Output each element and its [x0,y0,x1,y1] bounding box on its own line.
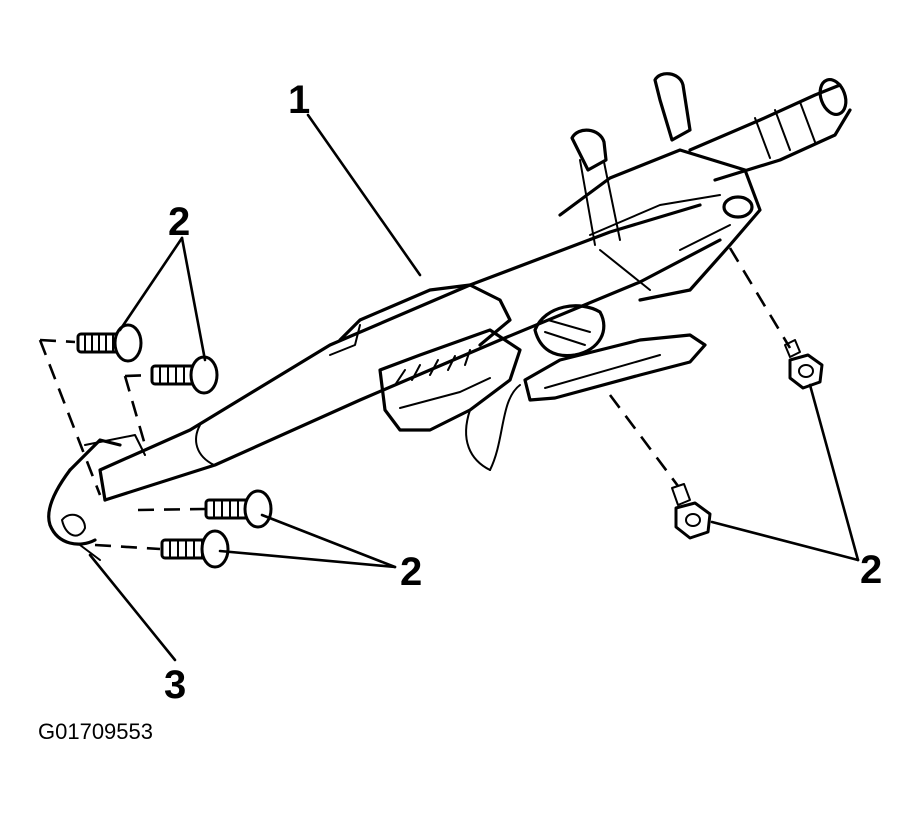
callout-2-right-nuts: 2 [860,548,882,592]
bolt-lower-left-2 [160,529,230,569]
bolt-upper-left-1 [76,323,143,363]
nut-right-upper [784,339,824,390]
figure-id: G01709553 [38,719,153,744]
callout-2-upper-left-bolts: 2 [168,200,190,244]
nut-right-lower [671,483,712,540]
callout-1-column: 1 [288,78,310,122]
leader-lines [88,113,860,662]
bolt-upper-left-2 [150,355,219,395]
alignment-lines [38,247,792,551]
mounting-bracket [47,438,122,561]
callout-2-lower-left-bolts: 2 [400,550,422,594]
bolt-lower-left-1 [204,489,273,529]
callout-3-bracket: 3 [164,663,186,707]
steering-column [84,72,852,502]
